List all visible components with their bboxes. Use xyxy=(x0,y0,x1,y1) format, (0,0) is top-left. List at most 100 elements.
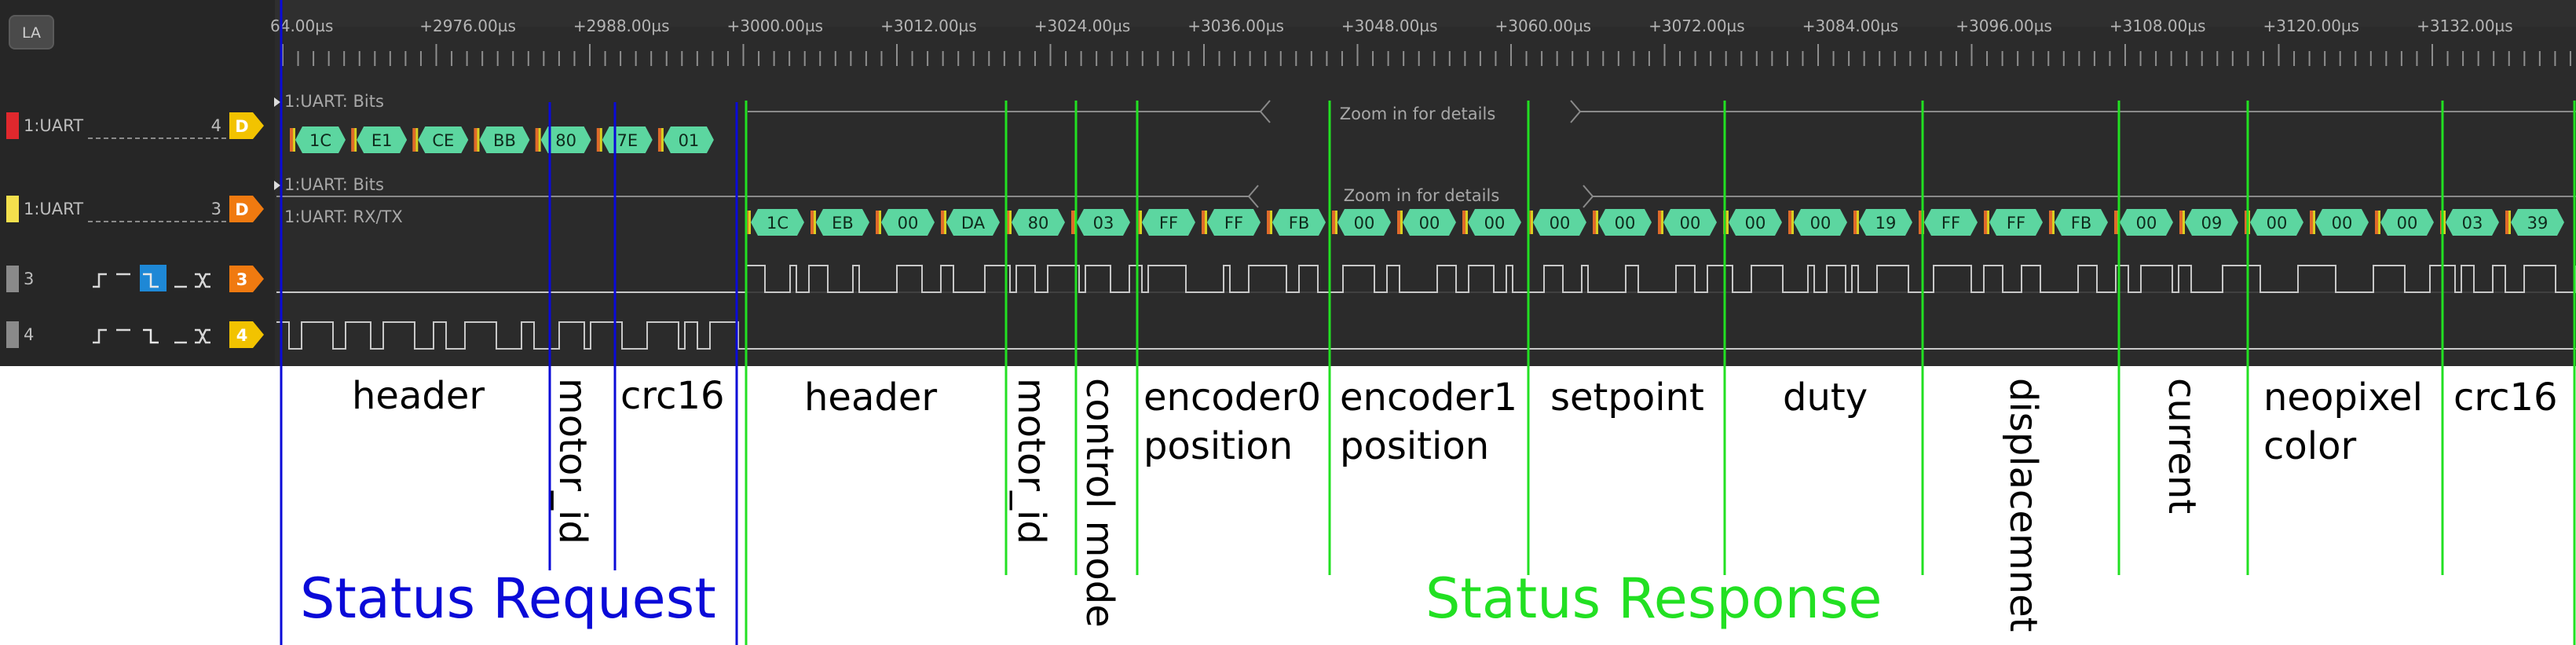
byte-value: FF xyxy=(2007,214,2025,233)
byte-box[interactable]: EB xyxy=(810,209,869,236)
byte-value: 03 xyxy=(1093,214,1114,233)
falling-edge-icon[interactable] xyxy=(143,328,159,344)
stop-bit-mark xyxy=(2375,211,2378,234)
byte-box[interactable]: 00 xyxy=(1658,209,1717,236)
channel-color-swatch xyxy=(6,112,19,139)
byte-box[interactable]: 00 xyxy=(2310,209,2369,236)
byte-value: FF xyxy=(1159,214,1178,233)
byte-value: BB xyxy=(493,131,516,150)
bits-row-line xyxy=(276,185,1259,208)
start-bit-mark xyxy=(1270,211,1272,234)
byte-box[interactable]: 00 xyxy=(1788,209,1847,236)
byte-box[interactable]: 1C xyxy=(745,209,804,236)
byte-box[interactable]: 00 xyxy=(876,209,935,236)
byte-box[interactable]: FF xyxy=(1136,209,1195,236)
response-field-neopixel: neopixel xyxy=(2263,376,2423,420)
byte-value: DA xyxy=(961,214,986,233)
ruler-tick-label: 64.00µs xyxy=(270,16,333,35)
response-field-neopixel-line2: color xyxy=(2263,424,2356,468)
byte-box[interactable]: 00 xyxy=(1397,209,1456,236)
channel-tag[interactable]: D xyxy=(229,112,264,139)
trigger-icons[interactable] xyxy=(93,328,210,344)
byte-box[interactable]: 00 xyxy=(1462,209,1521,236)
response-field-encoder0-line2: position xyxy=(1143,424,1293,468)
byte-value: 00 xyxy=(1680,214,1701,233)
stop-bit-mark xyxy=(1006,211,1009,234)
byte-value: 00 xyxy=(2267,214,2288,233)
row-expand-icon[interactable] xyxy=(274,181,280,190)
response-title: Status Response xyxy=(1425,566,1883,631)
byte-box[interactable]: DA xyxy=(941,209,1000,236)
byte-box[interactable]: FF xyxy=(1984,209,2043,236)
byte-box[interactable]: E1 xyxy=(351,126,408,153)
byte-box[interactable]: 80 xyxy=(1006,209,1065,236)
byte-shape xyxy=(816,209,869,236)
byte-shape xyxy=(1859,209,1912,236)
byte-box[interactable]: 39 xyxy=(2505,209,2564,236)
ruler-tick-label: +3108.00µs xyxy=(2109,16,2206,35)
request-field-header: header xyxy=(352,374,485,418)
any-edge-icon[interactable] xyxy=(195,328,210,344)
la-button[interactable]: LA xyxy=(9,15,54,49)
start-bit-mark xyxy=(2183,211,2185,234)
stop-bit-mark xyxy=(1397,211,1400,234)
byte-box[interactable]: 01 xyxy=(657,126,714,153)
analyzer-panel xyxy=(0,0,2576,366)
row-expand-icon[interactable] xyxy=(274,97,280,107)
byte-shape xyxy=(2511,209,2564,236)
byte-box[interactable]: FF xyxy=(1202,209,1261,236)
byte-box[interactable]: FB xyxy=(2049,209,2108,236)
byte-box[interactable]: 19 xyxy=(1853,209,1912,236)
response-field-header: header xyxy=(804,376,937,420)
byte-box[interactable]: CE xyxy=(412,126,469,153)
byte-box[interactable]: 00 xyxy=(2245,209,2303,236)
byte-value: FB xyxy=(1289,214,1310,233)
channel-tag[interactable]: D xyxy=(229,196,264,222)
byte-value: FF xyxy=(1941,214,1960,233)
request-field-motor-id: motor_id xyxy=(551,378,595,544)
stop-bit-mark xyxy=(1853,211,1857,234)
channel-tag-shape xyxy=(229,321,264,348)
stop-bit-mark xyxy=(1462,211,1465,234)
ruler-tick-label: +3084.00µs xyxy=(1802,16,1899,35)
stop-bit-mark xyxy=(2245,211,2248,234)
byte-value: 00 xyxy=(1354,214,1375,233)
byte-box[interactable]: BB xyxy=(474,126,530,153)
trigger-icons[interactable] xyxy=(93,265,210,291)
byte-box[interactable]: 80 xyxy=(535,126,591,153)
rising-edge-icon[interactable] xyxy=(93,273,107,288)
stop-bit-mark xyxy=(1919,211,1922,234)
stop-bit-mark xyxy=(351,128,355,152)
stop-bit-mark xyxy=(1593,211,1596,234)
byte-box[interactable]: 09 xyxy=(2179,209,2238,236)
channel-sidebar xyxy=(0,0,275,366)
channel-4-trace xyxy=(276,321,2576,350)
falling-edge-icon[interactable] xyxy=(143,273,159,288)
start-bit-mark xyxy=(2378,211,2380,234)
byte-box[interactable]: FF xyxy=(1919,209,1978,236)
start-bit-mark xyxy=(1596,211,1598,234)
byte-box[interactable]: FB xyxy=(1267,209,1326,236)
byte-shape xyxy=(1142,209,1195,236)
channel-tag[interactable]: 3 xyxy=(229,266,264,292)
rising-edge-icon[interactable] xyxy=(93,328,107,344)
byte-box[interactable]: 00 xyxy=(1332,209,1391,236)
byte-box[interactable]: 00 xyxy=(1723,209,1782,236)
byte-box[interactable]: 00 xyxy=(1593,209,1652,236)
byte-shape xyxy=(2380,209,2434,236)
byte-box[interactable]: 00 xyxy=(2375,209,2434,236)
stop-bit-mark xyxy=(1202,211,1205,234)
channel-3-trace xyxy=(276,265,2576,293)
start-bit-mark xyxy=(660,128,664,152)
zoom-hint: Zoom in for details xyxy=(1340,104,1496,123)
byte-box[interactable]: 1C xyxy=(290,126,346,153)
channel-tag[interactable]: 4 xyxy=(229,321,264,348)
ruler-tick-label: +3096.00µs xyxy=(1956,16,2052,35)
any-edge-icon[interactable] xyxy=(195,273,210,288)
byte-shape xyxy=(418,126,469,153)
